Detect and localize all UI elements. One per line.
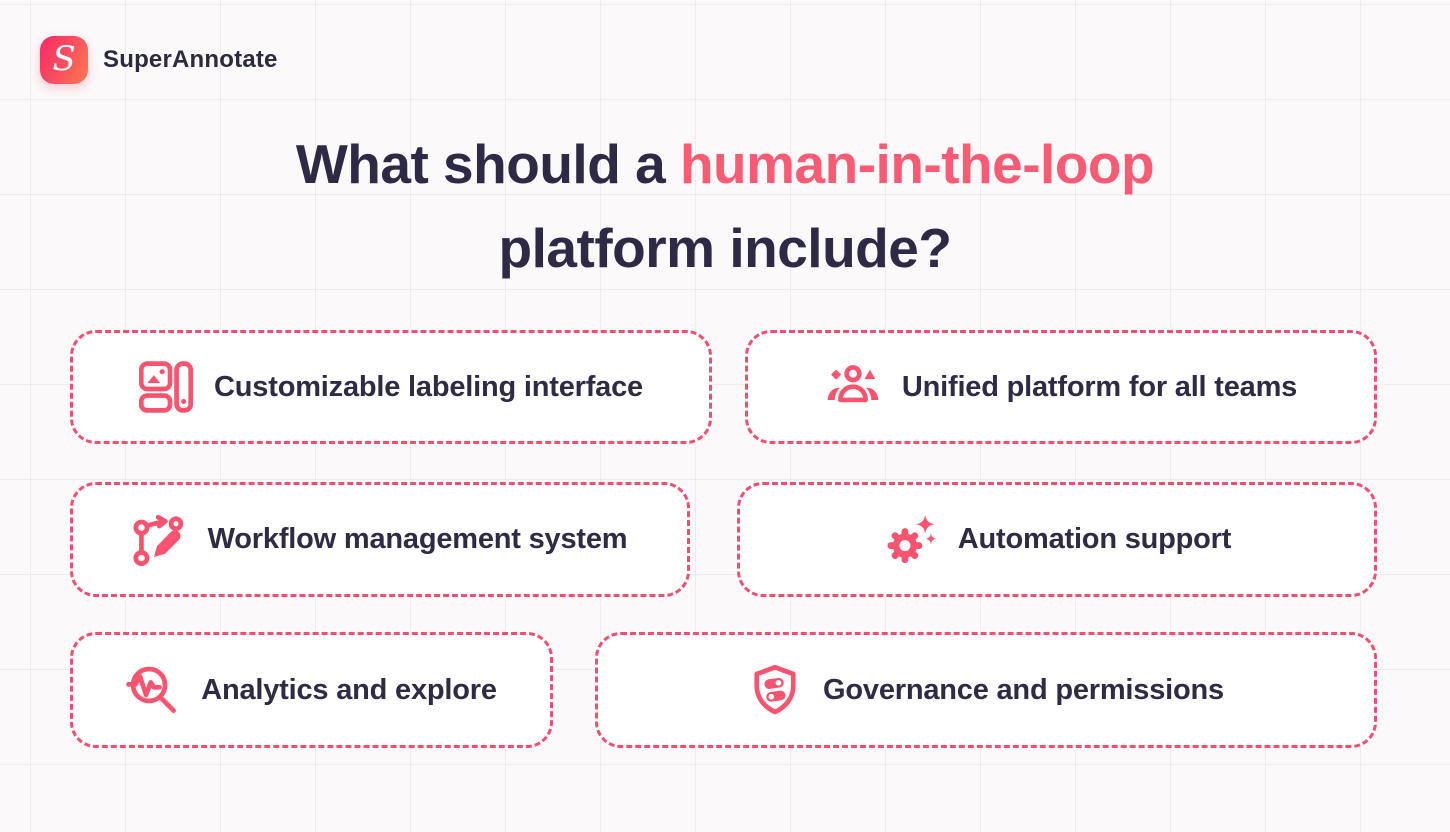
- card-label: Automation support: [957, 523, 1232, 555]
- card-label: Analytics and explore: [201, 673, 497, 706]
- logo-monogram: S: [52, 39, 76, 79]
- title-highlight: human-in-the-loop: [679, 133, 1155, 195]
- title-line-1: What should a human-in-the-loop: [0, 122, 1450, 206]
- card-label: Governance and permissions: [823, 673, 1224, 706]
- title-prefix: What should a: [295, 133, 680, 195]
- superannotate-logo-icon: S: [40, 36, 88, 84]
- labeling-interface-icon: [139, 361, 194, 413]
- feature-card-automation-support: Automation support: [737, 482, 1377, 597]
- card-label: Customizable labeling interface: [214, 370, 643, 403]
- team-icon: [827, 365, 879, 403]
- superannotate-logo: S SuperAnnotate: [40, 36, 278, 84]
- title-line-2: platform include?: [498, 217, 952, 279]
- governance-shield-icon: [754, 664, 796, 715]
- page-title: What should a human-in-the-loop platform…: [0, 122, 1450, 290]
- feature-card-governance-permissions: Governance and permissions: [595, 632, 1377, 748]
- feature-card-workflow-management: Workflow management system: [70, 482, 690, 597]
- brand-name: SuperAnnotate: [103, 46, 278, 73]
- feature-card-unified-platform: Unified platform for all teams: [745, 330, 1377, 444]
- feature-card-customizable-labeling: Customizable labeling interface: [70, 330, 712, 444]
- card-label: Workflow management system: [207, 523, 628, 555]
- card-label: Unified platform for all teams: [901, 370, 1298, 403]
- automation-gear-icon: [887, 514, 937, 563]
- workflow-icon: [133, 514, 183, 566]
- analytics-magnifier-icon: [126, 666, 177, 713]
- feature-card-analytics-explore: Analytics and explore: [70, 632, 553, 748]
